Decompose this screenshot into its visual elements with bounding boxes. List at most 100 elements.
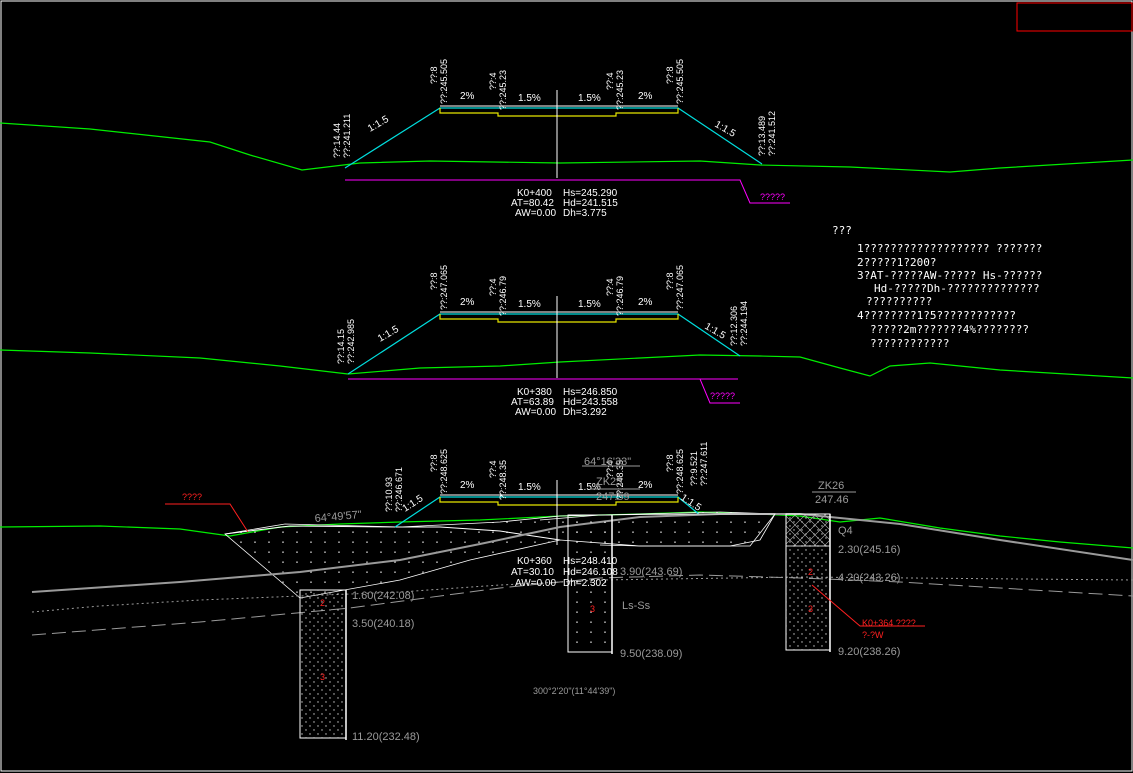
- sections-1-left_inner-0-label: ??:4: [488, 278, 498, 296]
- sections-2-left_toe-1-label: ??:246.671: [394, 467, 404, 512]
- zk25-name: ZK25: [596, 476, 622, 488]
- design-slope-2: [347, 313, 741, 375]
- zk25-elev: 247.59: [596, 491, 630, 503]
- section-tag-1: ?????: [760, 192, 785, 202]
- zk25-layer: Ls-Ss: [622, 600, 651, 612]
- note-line-8: ????????????: [870, 337, 949, 350]
- dh-1: Dh=3.775: [563, 208, 607, 219]
- bh-left-depth-3: 11.20(232.48): [352, 731, 420, 743]
- left-edge-elev-1: ??:245.505: [439, 59, 449, 104]
- grade-3-c: 1.5%: [578, 482, 601, 493]
- section-tag-2: ?????: [710, 391, 735, 401]
- grade-3-d: 2%: [638, 480, 653, 491]
- angle-left: 64°49'57": [314, 509, 362, 525]
- zk26-elev: 247.46: [815, 494, 849, 506]
- station-3: K0+360: [517, 556, 552, 567]
- sections-1-left_toe-1-label: ??:242.985: [346, 319, 356, 364]
- right-edge-offset-1: ??:8: [665, 66, 675, 84]
- note-line-4: Hd-?????Dh-??????????????: [874, 282, 1040, 295]
- angle-right: 64°16'33": [584, 456, 631, 468]
- hd-2: Hd=243.558: [563, 397, 618, 408]
- note-line-2: 2?????1?200?: [857, 256, 936, 269]
- svg-text:3: 3: [320, 672, 325, 682]
- sections-2-right_edge-0-label: ??:8: [665, 454, 675, 472]
- left-edge-offset-1: ??:8: [429, 66, 439, 84]
- aw-2: AW=0.00: [515, 407, 556, 418]
- sections-2-left_toe-0-label: ??:10.93: [384, 477, 394, 512]
- sections-2-left_inner-1-label: ??:248.35: [498, 460, 508, 500]
- section-k0-360: 2 3 3 2 3 1:1.5 1:1.5 2% 1.5% 1.5% 2% ??…: [0, 442, 1133, 743]
- design-slope-1: [344, 107, 763, 169]
- pavement-2: [439, 314, 679, 323]
- sections-1-right_edge-1-label: ??:247.065: [675, 265, 685, 310]
- slope-ratio-left-3: 1:1.5: [401, 493, 426, 515]
- right-toe-offset-1: ??:13.489: [757, 116, 767, 156]
- svg-text:3: 3: [590, 604, 595, 614]
- zk26-depth-1: 2.30(245.16): [838, 544, 900, 556]
- svg-text:3: 3: [808, 604, 813, 614]
- slope-ratio-right-1: 1:1.5: [713, 119, 738, 140]
- zk26-name: ZK26: [818, 480, 844, 492]
- slope-ratio-left-1: 1:1.5: [366, 114, 391, 135]
- design-slope-3: [394, 496, 701, 528]
- dh-3: Dh=2.302: [563, 578, 607, 589]
- zk26-depth-2: 4.20(243.26): [838, 572, 900, 584]
- sections-2-left_edge-1-label: ??:248.625: [439, 449, 449, 494]
- at-1: AT=80.42: [511, 198, 554, 209]
- aw-3: AW=0.00: [515, 578, 556, 589]
- note-line-5: ??????????: [866, 295, 932, 308]
- sections-1-right_edge-0-label: ??:8: [665, 272, 675, 290]
- sections-1-left_toe-0-label: ??:14.15: [336, 329, 346, 364]
- notes-title: ???: [832, 224, 852, 237]
- grade-1-d: 2%: [638, 91, 653, 102]
- left-inner-offset-1: ??:4: [488, 72, 498, 90]
- svg-text:2: 2: [320, 598, 325, 608]
- notes-block: ??? 1??????????????????? ??????? 2?????1…: [832, 224, 1042, 350]
- sections-1-right_inner-1-label: ??:246.79: [615, 276, 625, 316]
- right-inner-elev-1: ??:245.23: [615, 70, 625, 110]
- aw-1: AW=0.00: [515, 208, 556, 219]
- sections-2-right_toe-1-label: ??:247.611: [699, 442, 709, 486]
- at-3: AT=30.10: [511, 567, 554, 578]
- red-note-2: ?-?W: [862, 630, 884, 640]
- right-toe-elev-1: ??:241.512: [767, 111, 777, 156]
- svg-text:2: 2: [808, 567, 813, 577]
- left-inner-elev-1: ??:245.23: [498, 70, 508, 110]
- ground-line-1: [0, 122, 1133, 173]
- grade-2-b: 1.5%: [518, 299, 541, 310]
- right-edge-elev-1: ??:245.505: [675, 59, 685, 104]
- left-toe-offset-1: ??:14.44: [332, 123, 342, 158]
- section-k0-400: ????? 1:1.5 1:1.5 2% 1.5% 1.5% 2% ??:8 ?…: [0, 59, 1133, 219]
- slope-ratio-right-3: 1:1.5: [678, 492, 703, 514]
- sections-1-left_inner-1-label: ??:246.79: [498, 276, 508, 316]
- hs-2: Hs=246.850: [563, 387, 618, 398]
- grade-3-a: 2%: [460, 480, 475, 491]
- sections-2-right_edge-1-label: ??:248.625: [675, 449, 685, 494]
- note-line-6: 4????????1?5????????????: [857, 309, 1016, 322]
- baseline-1: [345, 179, 790, 204]
- station-1: K0+400: [517, 188, 552, 199]
- borehole-left: [299, 589, 347, 739]
- bh-left-depth-2: 3.50(240.18): [352, 618, 414, 630]
- right-inner-offset-1: ??:4: [605, 72, 615, 90]
- grade-1-a: 2%: [460, 91, 475, 102]
- sections-1-right_toe-0-label: ??:12.306: [729, 306, 739, 346]
- note-line-3: 3?AT-?????AW-????? Hs-??????: [857, 269, 1042, 282]
- red-tag-left: ????: [182, 492, 202, 502]
- hs-3: Hs=248.410: [563, 556, 618, 567]
- grade-2-c: 1.5%: [578, 299, 601, 310]
- zk26-depth-3: 9.20(238.26): [838, 646, 900, 658]
- bh-left-depth-1: 1.60(242.08): [352, 590, 414, 602]
- sections-2-right_inner-0-label: ??:4: [605, 460, 615, 478]
- sections-2-right_toe-0-label: ??:9.521: [689, 451, 699, 486]
- at-2: AT=63.89: [511, 397, 554, 408]
- zk25-depth-1: 3.90(243.69): [620, 566, 682, 578]
- hd-1: Hd=241.515: [563, 198, 618, 209]
- sections-1-left_edge-1-label: ??:247.065: [439, 265, 449, 310]
- baseline-2: [348, 378, 740, 404]
- grade-1-b: 1.5%: [518, 93, 541, 104]
- zk25-depth-2: 9.50(238.09): [620, 648, 682, 660]
- sections-2-left_inner-0-label: ??:4: [488, 460, 498, 478]
